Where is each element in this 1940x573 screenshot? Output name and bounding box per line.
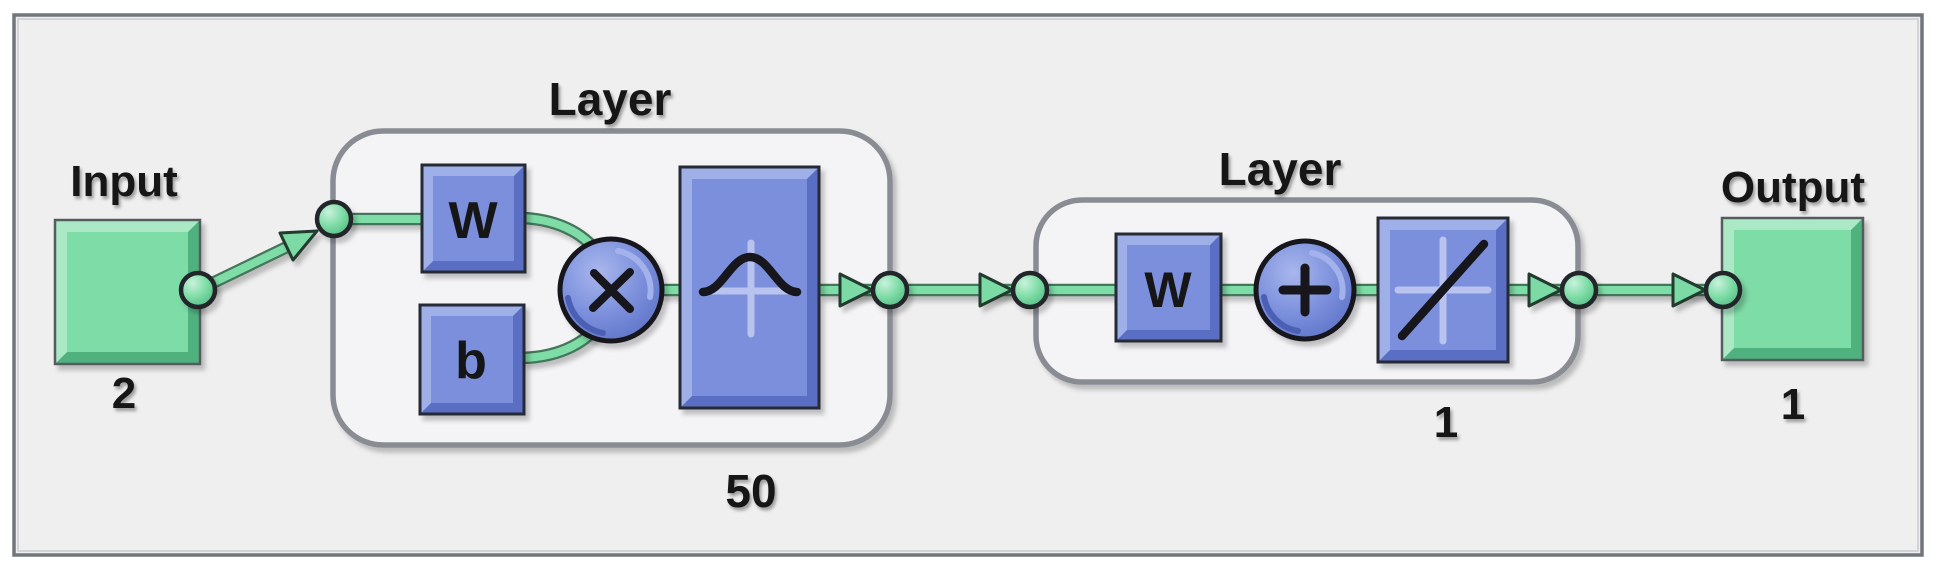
panel-inner-highlight [17, 18, 1919, 552]
hidden-bias-letter: b [455, 332, 487, 390]
hidden-neuron-count: 50 [725, 465, 776, 517]
hidden-bias-block: b [418, 303, 526, 416]
hidden-layer: Layer W b [418, 73, 821, 517]
input-square [53, 218, 202, 366]
output-dimension: 1 [1781, 380, 1805, 429]
hidden-weight-letter: W [448, 192, 498, 250]
arrow-icon [838, 272, 874, 308]
multiply-icon [589, 268, 634, 313]
hidden-layer-label: Layer [549, 73, 672, 125]
output-weight-letter: W [1144, 262, 1192, 318]
arrowheads [278, 229, 1707, 308]
hidden-weight-block: W [420, 163, 527, 274]
arrow-icon [978, 272, 1014, 308]
arrow-icon [1671, 272, 1707, 308]
output-weight-block: W [1114, 232, 1223, 343]
arrow-icon [278, 229, 319, 262]
sum-node [1253, 238, 1357, 342]
input-label: Input [70, 157, 178, 206]
output-transfer-block [1376, 216, 1510, 364]
node-dot [1703, 270, 1743, 310]
output-block: Output 1 [1720, 163, 1866, 429]
plus-icon [1278, 263, 1332, 317]
output-layer: Layer W [1114, 143, 1510, 447]
node-dot [870, 270, 910, 310]
node-dot [314, 199, 354, 239]
output-label: Output [1721, 163, 1866, 212]
output-layer-label: Layer [1219, 143, 1342, 195]
input-block: Input 2 [53, 157, 202, 418]
purelin-line-icon [1397, 239, 1489, 341]
node-dot [178, 270, 218, 310]
node-dot [1559, 270, 1599, 310]
multiply-node [557, 236, 665, 344]
input-dimension: 2 [112, 369, 136, 418]
connector-nodes [178, 199, 1743, 310]
output-layer-neuron-count: 1 [1434, 398, 1458, 447]
arrow-icon [1527, 272, 1563, 308]
hidden-transfer-block [678, 165, 821, 410]
node-dot [1010, 270, 1050, 310]
output-square [1720, 216, 1865, 362]
radbas-curve-icon [698, 252, 802, 297]
